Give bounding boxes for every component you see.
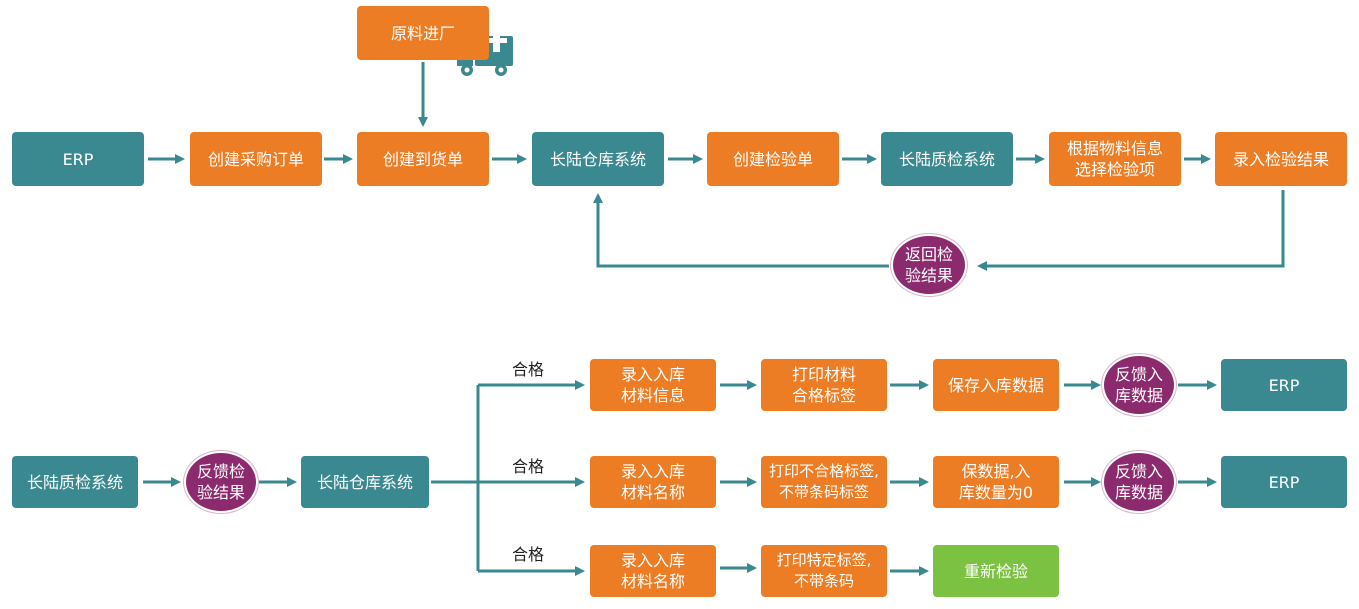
create-po-node: 创建采购订单 — [190, 132, 322, 186]
arrow-return-to-warehouse — [593, 193, 889, 268]
feedback-results-node: 反馈检 验结果 — [184, 451, 258, 513]
quality-system-node-2: 长陆质检系统 — [12, 456, 138, 508]
branch-2-feedback: 反馈入 库数据 — [1102, 451, 1176, 513]
branch-2-step-2: 打印不合格标签, 不带条码标签 — [761, 456, 887, 508]
branch-2-erp: ERP — [1221, 456, 1347, 508]
branch-1-feedback: 反馈入 库数据 — [1102, 354, 1176, 416]
branch-1-condition: 合格 — [512, 360, 545, 379]
arrow-enter-to-return — [977, 190, 1285, 271]
branch-1-step-3: 保存入库数据 — [933, 359, 1059, 411]
branch-1-step-2: 打印材料 合格标签 — [761, 359, 887, 411]
branch-2-step-3: 保数据,入 库数量为0 — [933, 456, 1059, 508]
erp-node: ERP — [12, 132, 144, 186]
return-results-node: 返回检 验结果 — [891, 234, 967, 296]
create-arrival-node: 创建到货单 — [357, 132, 489, 186]
branch-2-step-1: 录入入库 材料名称 — [590, 456, 716, 508]
raw-material-node: 原料进厂 — [357, 6, 489, 60]
branch-1-step-1: 录入入库 材料信息 — [590, 359, 716, 411]
warehouse-system-node: 长陆仓库系统 — [532, 132, 664, 186]
select-items-node: 根据物料信息 选择检验项 — [1049, 132, 1181, 186]
branch-3-step-3: 重新检验 — [933, 545, 1059, 597]
branch-1-erp: ERP — [1221, 359, 1347, 411]
branch-2-condition: 合格 — [512, 457, 545, 476]
create-inspection-node: 创建检验单 — [707, 132, 839, 186]
branch-3-condition: 合格 — [512, 545, 545, 564]
quality-system-node: 长陆质检系统 — [881, 132, 1013, 186]
enter-results-node: 录入检验结果 — [1215, 132, 1347, 186]
branch-3-step-1: 录入入库 材料名称 — [590, 545, 716, 597]
branch-3-step-2: 打印特定标签, 不带条码 — [761, 545, 887, 597]
warehouse-system-node-2: 长陆仓库系统 — [301, 456, 429, 508]
